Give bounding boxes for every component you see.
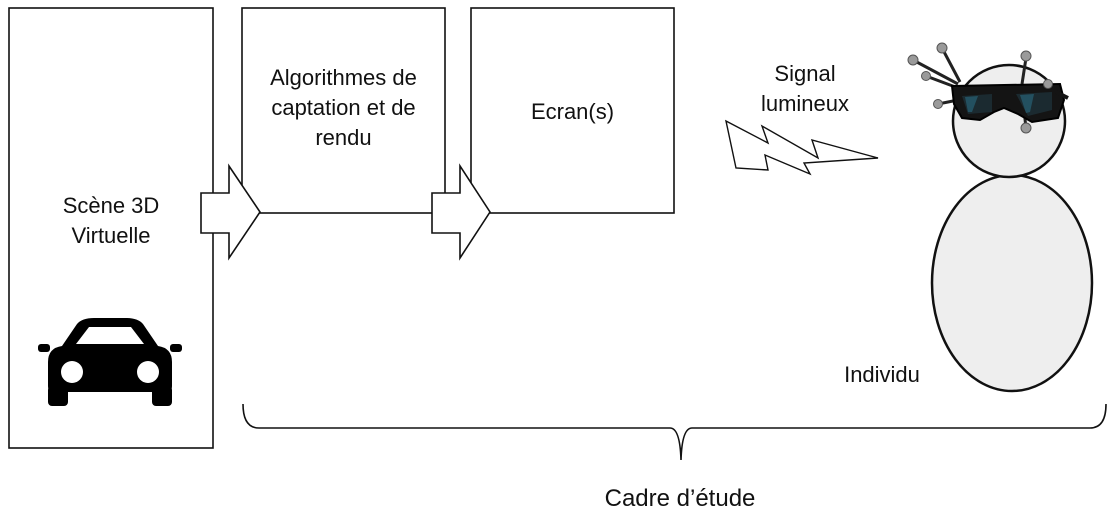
scene-label-line2: Virtuelle: [71, 223, 151, 248]
tracked-glasses-icon: [907, 42, 1069, 134]
flow-arrow-algorithms-to-screens: [431, 163, 491, 261]
flow-arrow-scene-to-algorithms: [200, 163, 261, 261]
algorithms-label-line1: Algorithmes de: [270, 65, 417, 90]
lightning-bolt-icon: [725, 119, 879, 176]
scene-label: Scène 3D Virtuelle: [9, 191, 213, 251]
scene-label-line1: Scène 3D: [62, 193, 160, 218]
screens-box: [470, 7, 675, 214]
signal-label-line1: Signal: [774, 61, 836, 86]
algorithms-label-line3: rendu: [315, 125, 372, 150]
screens-label: Ecran(s): [530, 99, 615, 124]
person-label: Individu: [844, 362, 920, 387]
signal-label-line2: lumineux: [760, 91, 850, 116]
signal-label: Signal lumineux: [735, 59, 875, 119]
car-icon: [38, 318, 182, 406]
algorithms-label-line2: captation et de: [271, 95, 416, 120]
algorithms-box: [241, 7, 446, 214]
person-body: [930, 173, 1094, 393]
algorithms-label: Algorithmes de captation et de rendu: [242, 63, 445, 153]
study-frame-label: Cadre d’étude: [604, 485, 756, 512]
study-frame-brace: [242, 403, 1107, 461]
